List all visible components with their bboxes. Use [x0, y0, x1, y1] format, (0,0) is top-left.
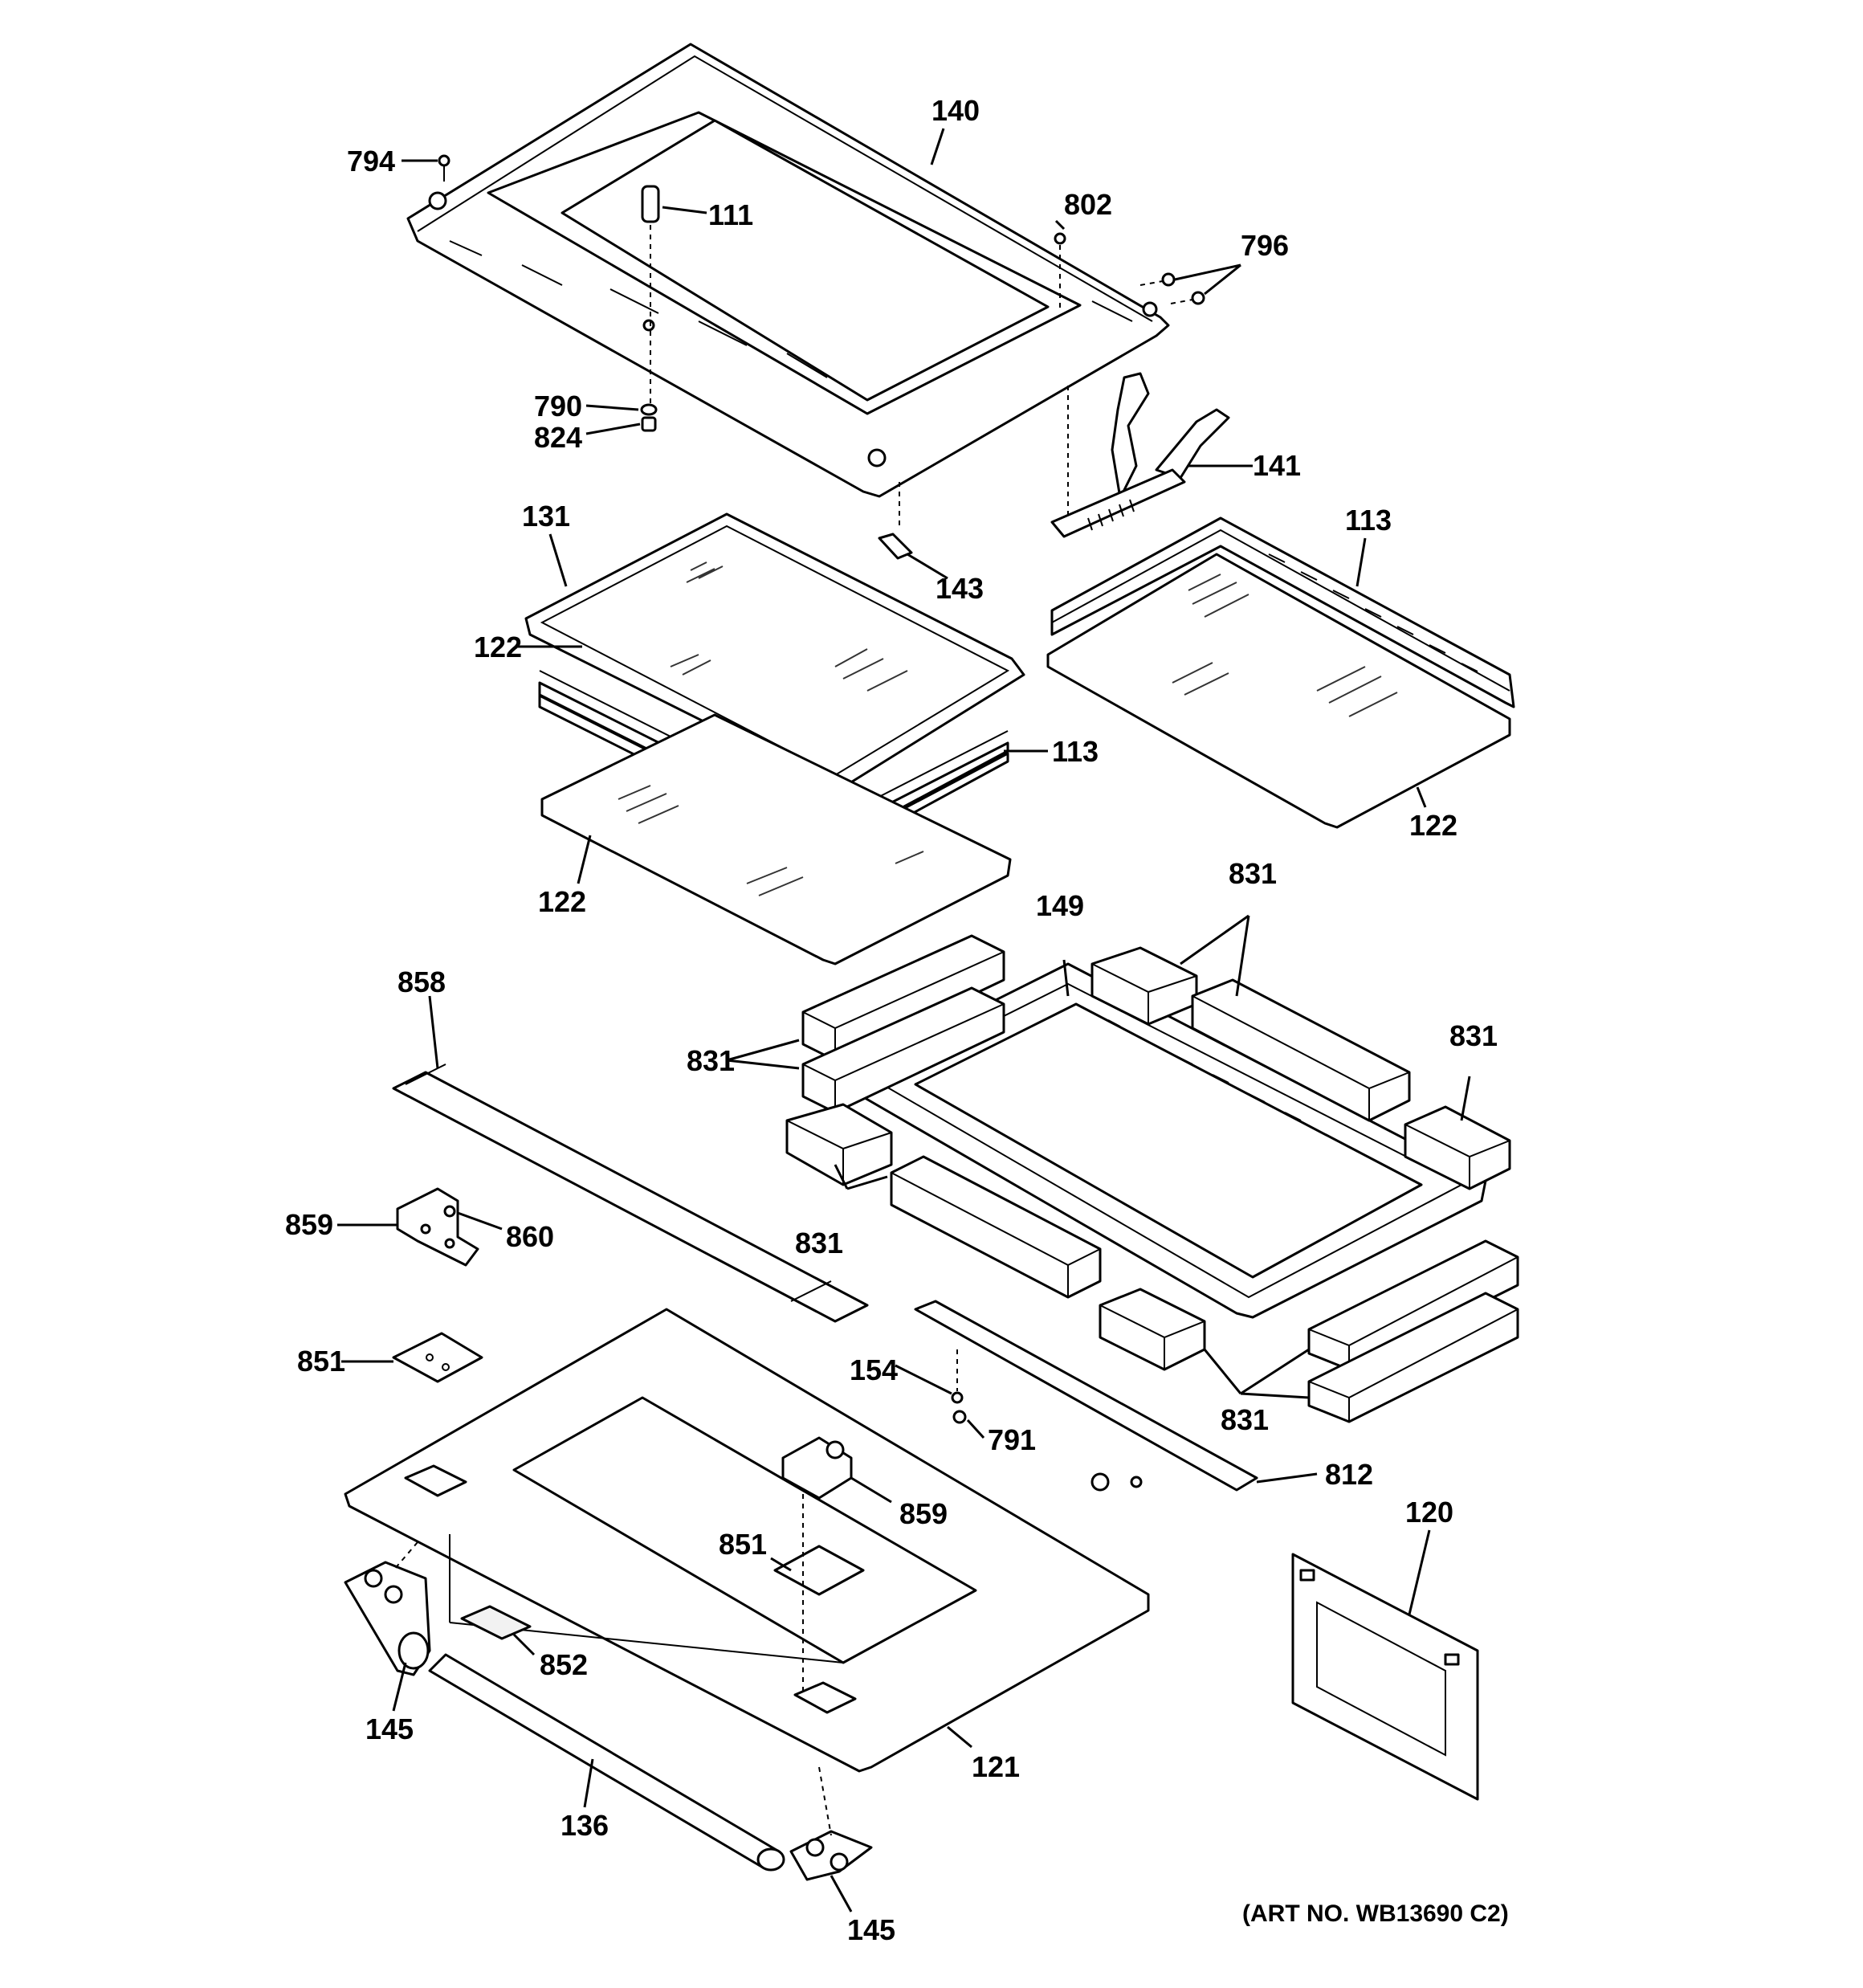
part-790-washer: [640, 403, 658, 416]
callout-122-right: 122: [1409, 809, 1457, 842]
callout-831-bottom: 831: [1221, 1403, 1269, 1436]
leader-lines: [337, 128, 1471, 1912]
callout-858: 858: [397, 965, 446, 998]
callout-851-left: 851: [297, 1345, 345, 1378]
callout-802: 802: [1064, 188, 1112, 221]
callout-831-top: 831: [1229, 857, 1277, 890]
callout-860: 860: [506, 1220, 554, 1253]
part-794-screw: [438, 154, 450, 182]
callout-145-left: 145: [365, 1712, 414, 1745]
part-141-hinge: [1050, 372, 1230, 538]
part-831-insulation-blocks: [785, 934, 1519, 1423]
part-851-pad-right: [773, 1494, 865, 1695]
callout-122-lower: 122: [538, 885, 586, 918]
callout-111: 111: [708, 198, 753, 231]
callout-791: 791: [988, 1423, 1036, 1456]
part-145-end-cap-right: [789, 1830, 873, 1881]
callout-136: 136: [561, 1809, 609, 1842]
part-812-strip: [914, 1300, 1258, 1492]
part-136-handle-bar: [428, 1653, 785, 1872]
part-802-screw: [1054, 232, 1066, 309]
callout-824: 824: [534, 421, 582, 454]
callout-labels: 140 794 111 802 796 790 824 141 131 143 …: [285, 94, 1509, 1946]
part-791-nut: [952, 1410, 967, 1424]
art-number: (ART NO. WB13690 C2): [1242, 1900, 1509, 1927]
callout-145-right: 145: [847, 1913, 895, 1946]
part-122-glass-upper: [670, 561, 908, 692]
callout-859-right: 859: [899, 1497, 948, 1530]
callout-149: 149: [1036, 889, 1084, 922]
callout-113-left: 113: [1052, 735, 1099, 768]
part-143-clip: [878, 482, 913, 560]
part-122-glass-lower: [540, 713, 1012, 965]
part-858-strip: [392, 1063, 869, 1323]
callout-140: 140: [932, 94, 980, 127]
callout-831-right: 831: [1449, 1019, 1498, 1052]
callout-831-middle: 831: [795, 1227, 843, 1259]
callout-812: 812: [1325, 1458, 1373, 1491]
part-122-glass-right: [1046, 553, 1511, 829]
part-121-outer-door-panel: [344, 1308, 1150, 1773]
part-111-pin: [641, 185, 660, 418]
part-140-door-top-panel: [406, 43, 1170, 498]
callout-154: 154: [850, 1353, 898, 1386]
callout-851-right: 851: [719, 1528, 767, 1561]
callout-831-left: 831: [687, 1044, 735, 1077]
callout-131: 131: [522, 500, 570, 533]
part-120-door-window: [1291, 1553, 1479, 1801]
part-860-screw: [443, 1205, 456, 1218]
callout-122-upper: 122: [474, 631, 522, 663]
callout-796: 796: [1241, 229, 1289, 262]
part-145-end-cap-left: [344, 1561, 431, 1676]
part-154-screw: [951, 1349, 964, 1404]
callout-859-left: 859: [285, 1208, 333, 1241]
part-824-nut: [641, 416, 657, 432]
callout-141: 141: [1253, 449, 1301, 482]
callout-790: 790: [534, 390, 582, 423]
part-796-nuts: [1139, 272, 1205, 305]
part-859-bracket-left: [396, 1187, 479, 1267]
part-852-label: [460, 1605, 532, 1640]
callout-113-right: 113: [1345, 504, 1392, 537]
part-131-gasket: [524, 512, 1025, 789]
callout-852: 852: [540, 1648, 588, 1681]
callout-143: 143: [936, 572, 984, 605]
part-851-pad-left: [392, 1332, 483, 1383]
callout-794: 794: [347, 145, 395, 178]
callout-121: 121: [972, 1750, 1020, 1783]
part-113-glass-spacer-right: [1050, 516, 1515, 708]
callout-120: 120: [1405, 1496, 1453, 1529]
